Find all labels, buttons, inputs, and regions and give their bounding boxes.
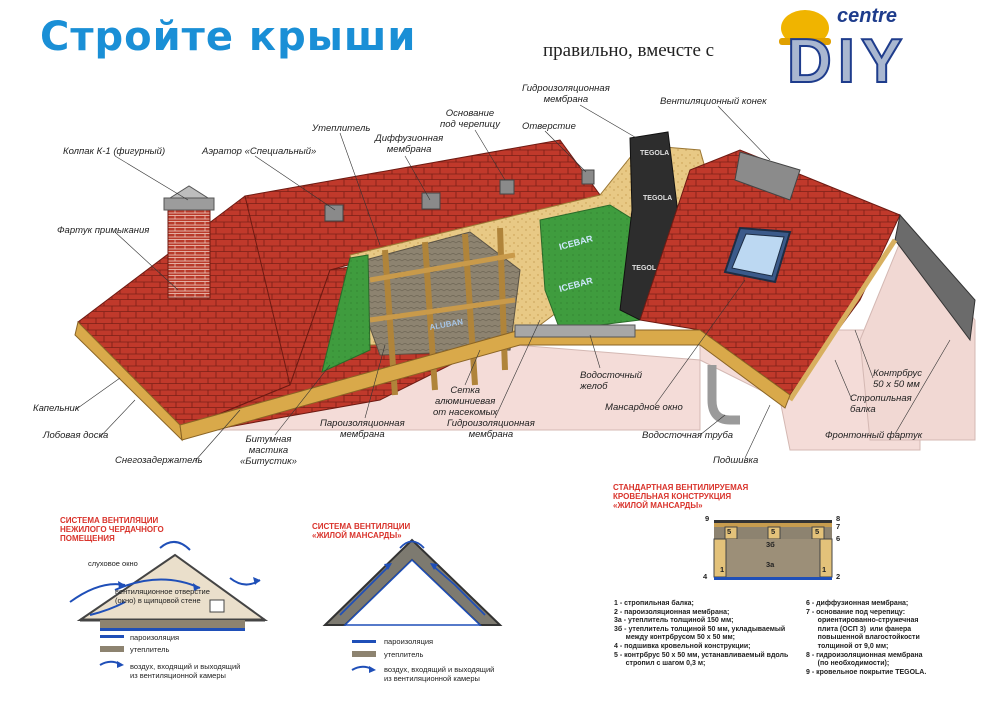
panel-left-dormer: слуховое окно (88, 559, 138, 568)
gutter (514, 324, 636, 338)
panel-mid-title: СИСТЕМА ВЕНТИЛЯЦИИ«ЖИЛОЙ МАНСАРДЫ» (312, 522, 411, 540)
label-otverstie: Отверстие (522, 121, 576, 132)
sec-num-4: 4 (703, 572, 708, 581)
tegola-label-3: TEGOLA (632, 265, 661, 272)
label-vodostoch-truba: Водосточная труба (642, 430, 734, 441)
label-kolpak: Колпак К-1 (фигурный) (63, 146, 166, 157)
label-frontonny: Фронтонный фартук (825, 430, 923, 441)
panel-mid-legend-1: пароизоляция (384, 637, 434, 646)
aerator-2 (421, 192, 441, 210)
aerator-1 (324, 204, 344, 222)
sec-num-3b: 3б (766, 540, 775, 549)
label-aerator: Аэратор «Специальный» (202, 146, 317, 157)
label-fartuk-prim: Фартук примыкания (57, 225, 150, 236)
sec-num-9: 9 (705, 514, 710, 523)
vent-ridge (734, 151, 801, 201)
panel-right-notes-right: 6 - диффузионная мембрана; 7 - основание… (806, 600, 927, 676)
panel-mid-legend-icons (351, 640, 376, 673)
page-subtitle: правильно, вмечсте с (543, 40, 715, 61)
label-snegozad: Снегозадержатель (115, 455, 203, 466)
sec-num-5a: 5 (727, 527, 732, 536)
label-vent-konek: Вентиляционный конек (660, 96, 767, 107)
sec-num-5b: 5 (771, 527, 776, 536)
aerator-3 (499, 179, 515, 195)
sec-num-6: 6 (836, 534, 841, 543)
panel-mid-legend-2: утеплитель (384, 650, 424, 659)
sec-num-8: 8 (836, 514, 841, 523)
label-uteplitel: Утеплитель (312, 123, 371, 134)
hard-hat-icon (781, 10, 829, 46)
label-podshivka: Подшивка (713, 455, 759, 466)
label-lobovaya: Лобовая доска (43, 430, 109, 441)
chimney (167, 207, 211, 299)
panel-left-legend-icons (99, 635, 124, 668)
sec-num-5c: 5 (815, 527, 820, 536)
panel-left-legend-1: пароизоляция (130, 633, 180, 642)
label-kapelnik: Капельник (33, 403, 80, 414)
sec-num-1b: 1 (822, 565, 827, 574)
panel-left-vent-hole: вентиляционное отверстие(окно) в щипцово… (115, 587, 210, 605)
sec-num-1a: 1 (720, 565, 725, 574)
tegola-label-1: TEGOLA (640, 150, 669, 157)
logo-top-text: centre (837, 5, 897, 27)
panel-left-legend-2: утеплитель (130, 645, 170, 654)
sec-num-3a: 3а (766, 560, 775, 569)
panel-right-section (713, 520, 833, 580)
aerator-4 (581, 169, 595, 185)
gable-fascia (894, 213, 976, 342)
panel-left-diagram (69, 541, 269, 631)
panel-mid-diagram (322, 538, 503, 626)
tegola-label-2: TEGOLA (643, 195, 672, 202)
logo-main-text: DIY (787, 27, 908, 90)
diy-logo: centre DIY (779, 5, 908, 90)
sec-num-7: 7 (836, 522, 841, 531)
page-title: Стройте крыши (40, 14, 417, 60)
panel-right-notes-left: 1 - стропильная балка; 2 - пароизоляцион… (614, 600, 789, 668)
sec-num-2: 2 (836, 572, 841, 581)
label-mansard-okno: Мансардное окно (605, 402, 683, 413)
